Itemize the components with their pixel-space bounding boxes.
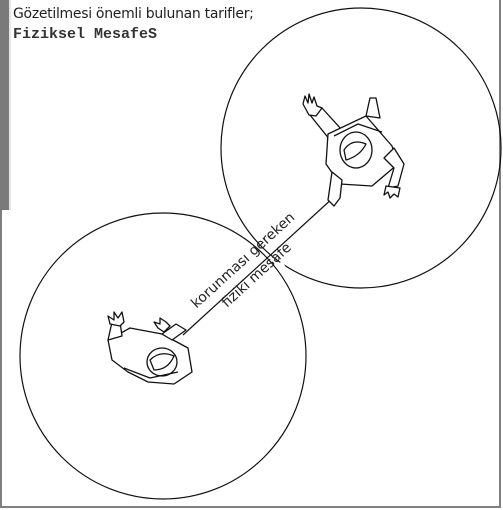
person-figure-top-right	[303, 94, 404, 206]
distance-label-group: korunması gereken fiziki mesafe	[188, 209, 311, 326]
person-figure-bottom-left	[108, 312, 192, 384]
